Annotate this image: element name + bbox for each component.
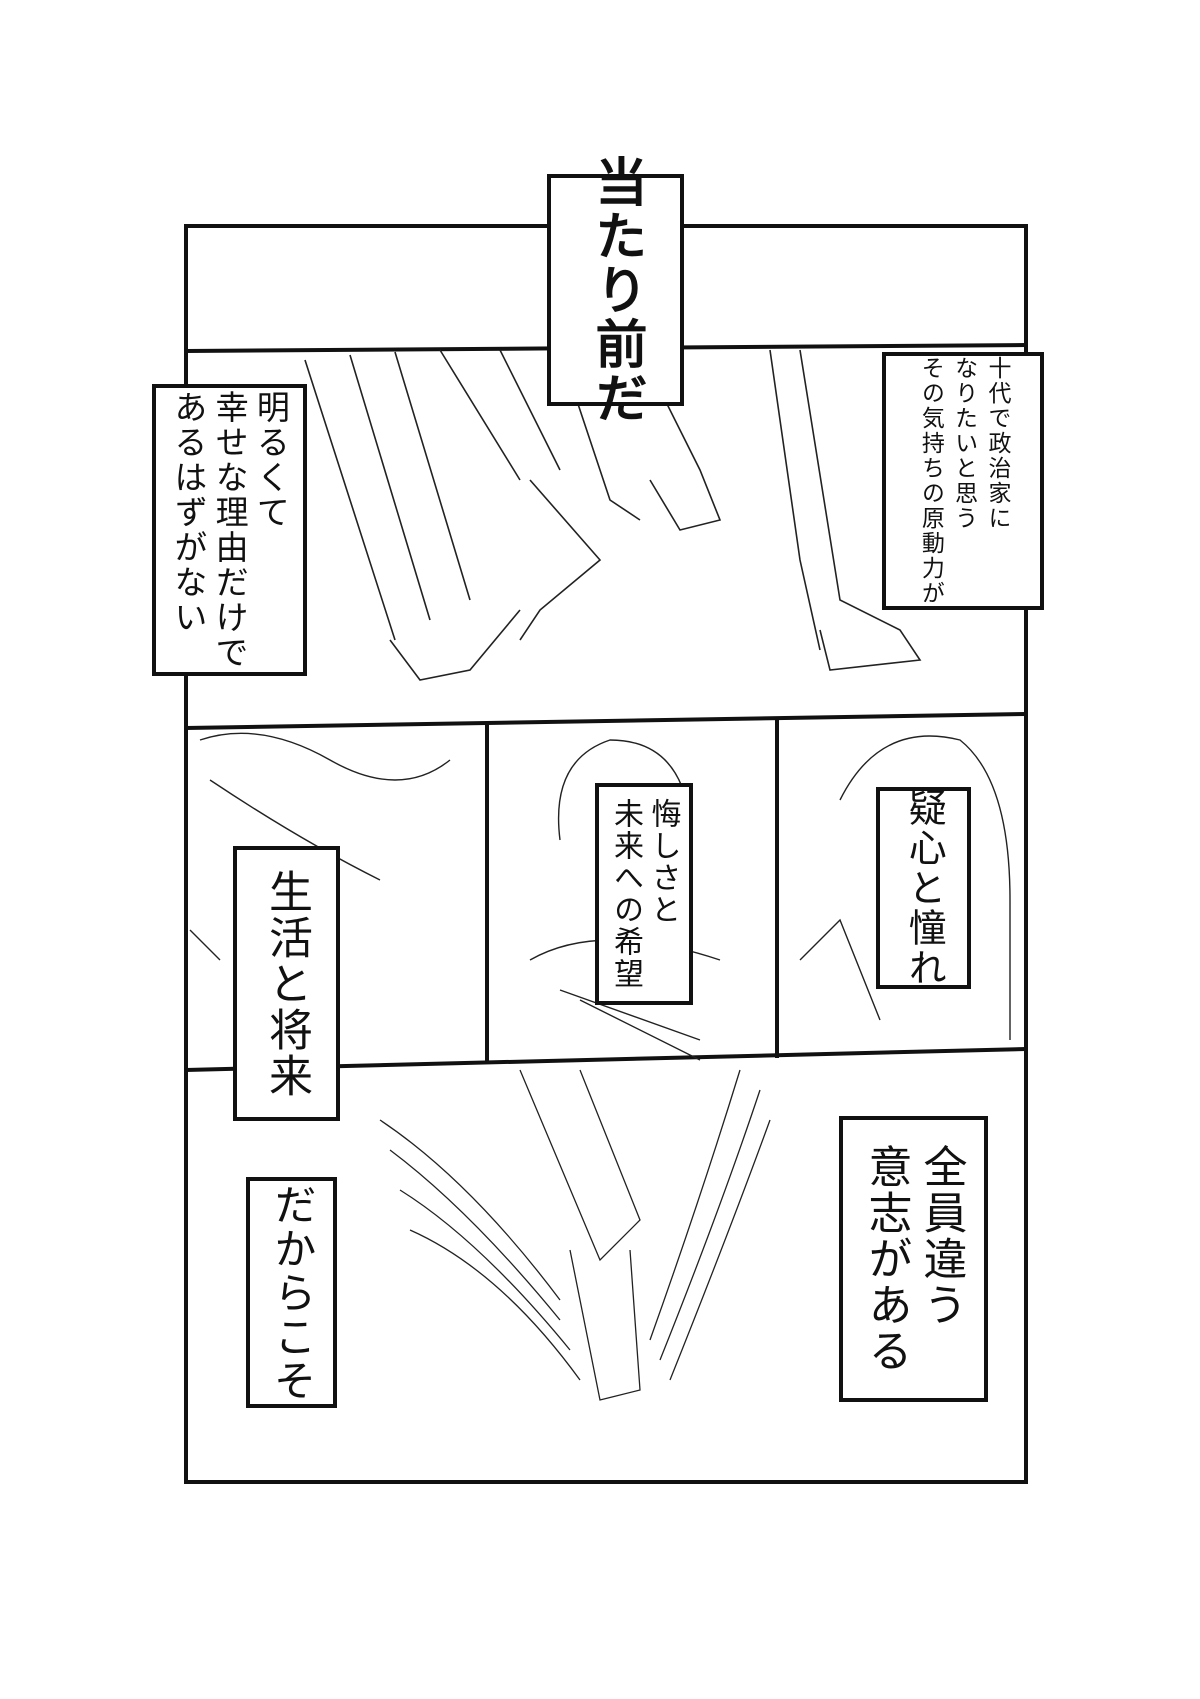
caption-line: その気持ちの原動力が: [917, 356, 944, 606]
caption-line: 当たり前だ: [586, 155, 646, 425]
caption-line: あるはずがない: [168, 390, 208, 635]
caption-everyone-different-text: 全員違う 意志がある: [859, 1144, 969, 1374]
caption-line: 明るくて: [251, 390, 291, 530]
caption-line: 疑心と憧れ: [902, 788, 947, 988]
caption-everyone-different: 全員違う 意志がある: [839, 1116, 988, 1402]
caption-line: 生活と将来: [261, 868, 312, 1099]
caption-life-future-text: 生活と将来: [259, 869, 314, 1099]
caption-that-is-why-text: だからこそ: [265, 1183, 318, 1403]
caption-line: なりたいと思う: [950, 356, 977, 531]
caption-motivation-text: 十代で政治家に なりたいと思う その気持ちの原動力が: [913, 356, 1013, 606]
caption-motivation: 十代で政治家に なりたいと思う その気持ちの原動力が: [882, 352, 1044, 610]
caption-line: だからこそ: [267, 1182, 317, 1403]
panel-divider-2: [185, 712, 1027, 730]
caption-title: 当たり前だ: [547, 155, 684, 425]
caption-line: 幸せな理由だけで: [210, 390, 250, 670]
sketch-wings: [379, 1069, 771, 1401]
caption-title-text: 当たり前だ: [583, 155, 648, 425]
caption-not-bright: 明るくて 幸せな理由だけで あるはずがない: [152, 384, 307, 676]
caption-line: 十代で政治家に: [984, 356, 1011, 531]
caption-regret-hope: 悔しさと 未来への希望: [595, 783, 693, 1005]
caption-doubt-longing-text: 疑心と憧れ: [900, 788, 948, 988]
caption-doubt-longing: 疑心と憧れ: [876, 787, 971, 989]
caption-regret-hope-text: 悔しさと 未来への希望: [607, 798, 682, 990]
caption-line: 悔しさと: [645, 798, 681, 926]
caption-life-future: 生活と将来: [233, 846, 340, 1121]
caption-that-is-why: だからこそ: [246, 1177, 337, 1408]
caption-line: 全員違う: [915, 1144, 967, 1328]
sketch-legs: [304, 349, 922, 681]
caption-line: 意志がある: [860, 1144, 912, 1374]
caption-not-bright-text: 明るくて 幸せな理由だけで あるはずがない: [168, 390, 292, 670]
caption-line: 未来への希望: [608, 798, 643, 990]
